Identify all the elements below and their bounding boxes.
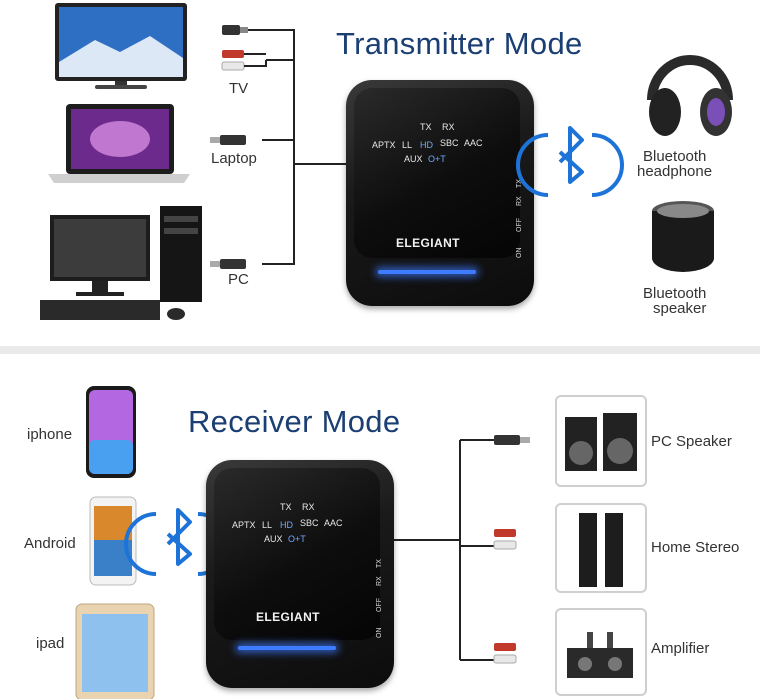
panel-tx: TX	[420, 122, 432, 132]
panel-tx: TX	[280, 502, 292, 512]
device-face	[354, 88, 520, 258]
android-label: Android	[24, 535, 76, 552]
panel-rx: RX	[442, 122, 455, 132]
transmitter-device: TX RX APTX LL HD SBC AAC AUX O+T ELEGIAN…	[346, 80, 534, 306]
panel-ll: LL	[402, 140, 413, 150]
receiver-title: Receiver Mode	[188, 404, 401, 439]
panel-hd: HD	[420, 140, 433, 150]
iphone-label: iphone	[27, 426, 73, 443]
panel-aptx: APTX	[372, 140, 396, 150]
home-stereo-frame	[555, 503, 647, 593]
device-led-bar	[378, 270, 476, 274]
pc-speaker-frame	[555, 395, 647, 487]
panel-sbc: SBC	[440, 138, 459, 148]
panel-ll: LL	[262, 520, 273, 530]
laptop-label: Laptop	[211, 150, 257, 167]
panel-aac: AAC	[324, 518, 343, 528]
ipad-label: ipad	[36, 635, 65, 652]
pc-speaker-label: PC Speaker	[651, 433, 732, 450]
headphone-label-1: Bluetooth	[643, 148, 707, 165]
amplifier-frame	[555, 608, 647, 696]
headphone-label-2: headphone	[637, 163, 713, 180]
speaker-label-2: speaker	[653, 300, 707, 317]
panel-aux: AUX	[264, 534, 283, 544]
amplifier-label: Amplifier	[651, 640, 710, 657]
device-brand: ELEGIANT	[256, 610, 320, 624]
device-brand: ELEGIANT	[396, 236, 460, 250]
speaker-label-1: Bluetooth	[643, 285, 707, 302]
panel-sbc: SBC	[300, 518, 319, 528]
amplifier-image	[567, 632, 633, 678]
device-face	[214, 468, 380, 640]
panel-aptx: APTX	[232, 520, 256, 530]
panel-rx: RX	[302, 502, 315, 512]
panel-opt: O+T	[288, 534, 306, 544]
panel-opt: O+T	[428, 154, 446, 164]
device-led-bar	[238, 646, 336, 650]
home-stereo-label: Home Stereo	[651, 539, 740, 556]
panel-aac: AAC	[464, 138, 483, 148]
section-divider	[0, 346, 760, 354]
panel-hd: HD	[280, 520, 293, 530]
tv-label: TV	[229, 80, 249, 97]
panel-aux: AUX	[404, 154, 423, 164]
pc-speaker-image	[565, 413, 637, 471]
pc-label: PC	[228, 271, 249, 288]
receiver-device: TX RX APTX LL HD SBC AAC AUX O+T ELEGIAN…	[206, 460, 394, 688]
home-stereo-image	[579, 513, 623, 587]
transmitter-title: Transmitter Mode	[336, 26, 583, 61]
